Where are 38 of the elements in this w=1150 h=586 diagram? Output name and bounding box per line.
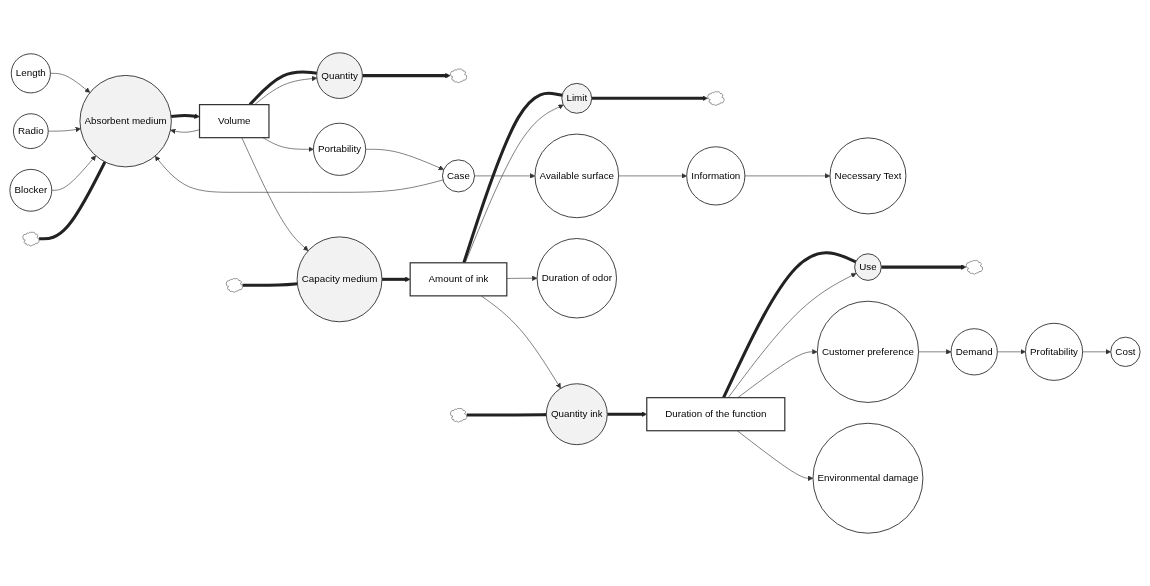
node-box: Volume — [198, 104, 270, 139]
node-cloud — [450, 68, 468, 83]
arrow — [591, 95, 708, 101]
node-circle: Available surface — [534, 133, 620, 219]
connector — [242, 282, 298, 287]
node-circle: Use — [854, 253, 882, 281]
arrow — [881, 264, 967, 270]
node-circle: Limit — [561, 82, 593, 114]
node-circle: Radio — [12, 113, 49, 149]
node-circle: Customer preference — [816, 300, 920, 403]
node-circle: Duration of odor — [536, 238, 617, 319]
node-circle: Absorbent medium — [79, 75, 172, 168]
node-circle: Capacity medium — [296, 236, 383, 323]
connector — [466, 413, 547, 417]
node-circle: Demand — [950, 328, 998, 376]
node-circle: Portability — [313, 122, 367, 176]
node-circle: Information — [686, 146, 746, 206]
node-circle: Profitability — [1025, 322, 1084, 381]
node-box: Duration of the function — [646, 397, 786, 432]
node-cloud — [450, 408, 468, 423]
node-circle: Case — [442, 159, 475, 193]
node-circle: Length — [10, 53, 51, 94]
node-circle: Environmental damage — [812, 422, 924, 534]
connector — [39, 161, 107, 241]
arrow — [170, 113, 200, 119]
node-circle: Cost — [1110, 336, 1141, 367]
arrow — [382, 276, 411, 282]
node-circle: Necessary Text — [829, 137, 907, 215]
arrow — [607, 411, 647, 417]
node-circle: Quantity — [316, 52, 363, 99]
node-cloud — [225, 278, 243, 293]
arrow — [362, 72, 451, 79]
node-cloud — [22, 231, 40, 247]
node-box: Amount of ink — [409, 262, 508, 297]
node-cloud — [965, 260, 983, 275]
node-circle: Blocker — [9, 168, 53, 212]
node-cloud — [707, 91, 725, 106]
node-circle: Quantity ink — [545, 383, 608, 446]
